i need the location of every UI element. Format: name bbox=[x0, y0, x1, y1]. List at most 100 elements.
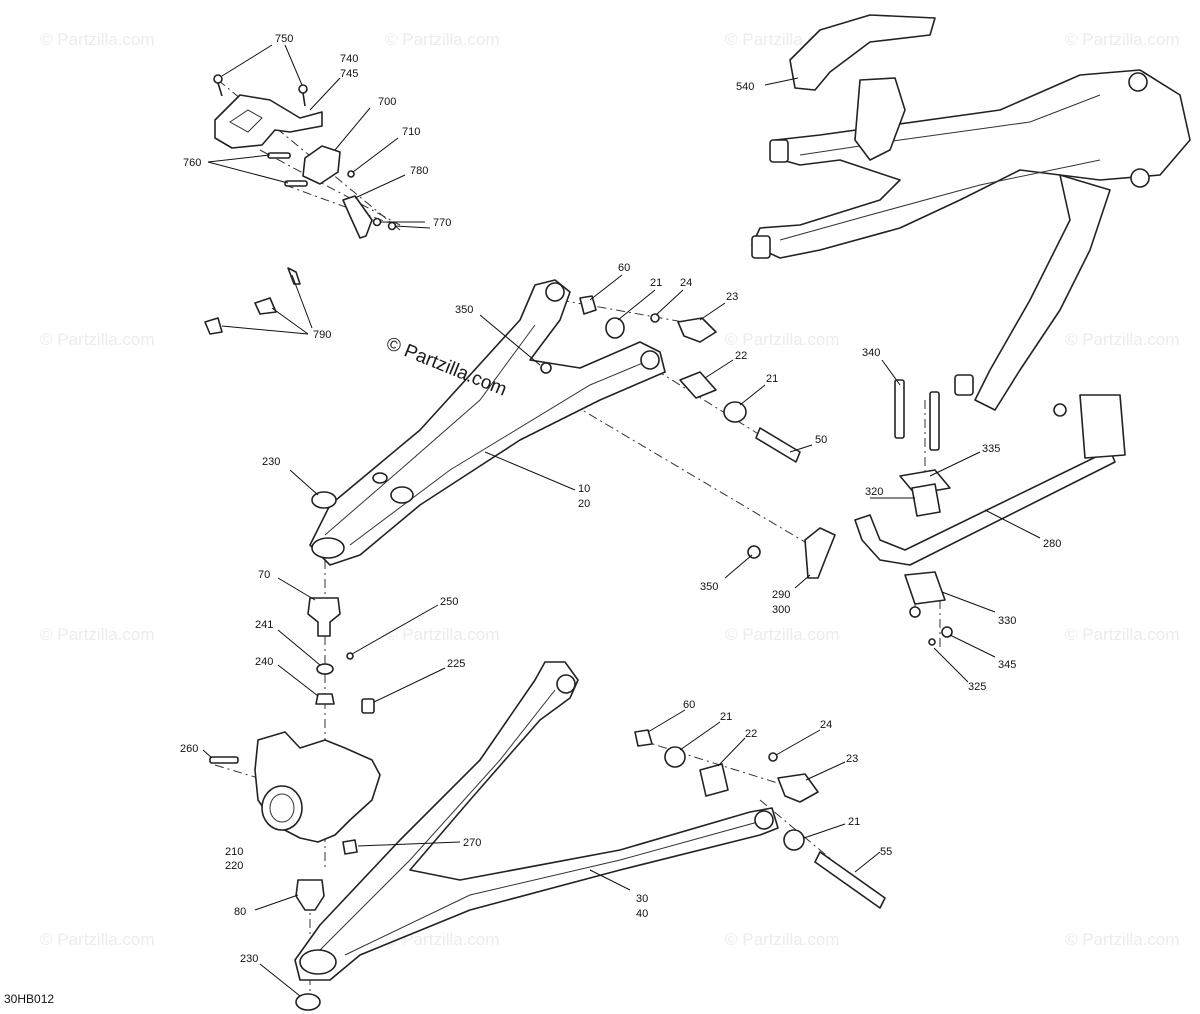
trailing-arm-frame bbox=[751, 69, 1191, 259]
upper-a-arm-rib bbox=[349, 359, 651, 546]
callout-335: 335 bbox=[982, 443, 1000, 455]
nut-24-upper bbox=[650, 313, 660, 323]
bolt-50 bbox=[755, 427, 801, 463]
callout-220: 220 bbox=[225, 860, 243, 872]
callout-21-lower-b: 21 bbox=[848, 816, 860, 828]
callout-790: 790 bbox=[313, 329, 331, 341]
callout-780: 780 bbox=[410, 165, 428, 177]
bolt-760-a bbox=[267, 152, 291, 159]
sway-bar-assembly bbox=[747, 379, 1126, 646]
watermark-text: © Partzilla.com bbox=[1065, 625, 1180, 644]
bolt-750-left bbox=[213, 74, 223, 84]
rear-frame-assembly bbox=[751, 14, 1191, 411]
circlip-230-upper bbox=[311, 491, 337, 509]
frame-rib bbox=[799, 94, 1101, 156]
lower-a-arm-body bbox=[294, 661, 779, 981]
callout-20: 20 bbox=[578, 498, 590, 510]
callout-760: 760 bbox=[183, 157, 201, 169]
upper-a-arm bbox=[309, 279, 666, 566]
callout-230-lower: 230 bbox=[240, 953, 258, 965]
nut-345 bbox=[941, 626, 953, 638]
callout-540: 540 bbox=[736, 81, 754, 93]
callout-22-upper: 22 bbox=[735, 350, 747, 362]
washer-241 bbox=[316, 663, 334, 675]
callout-50: 50 bbox=[815, 434, 827, 446]
clip-790-b bbox=[254, 297, 277, 315]
bushing-320 bbox=[911, 483, 941, 517]
upper-arm-ball-joint-socket bbox=[311, 537, 345, 559]
sleeve-22-upper bbox=[679, 371, 717, 399]
callout-10: 10 bbox=[578, 483, 590, 495]
nut-350-lower bbox=[747, 545, 761, 559]
callout-21-upper-b: 21 bbox=[766, 373, 778, 385]
callout-225: 225 bbox=[447, 658, 465, 670]
lower-a-arm bbox=[294, 661, 779, 1011]
callout-745: 745 bbox=[340, 68, 358, 80]
callout-240: 240 bbox=[255, 656, 273, 668]
upper-ball-joint-group bbox=[307, 597, 375, 714]
plate-23-upper bbox=[677, 317, 717, 343]
diagram-code: 30HB012 bbox=[4, 992, 54, 1006]
callout-70: 70 bbox=[258, 569, 270, 581]
callout-260: 260 bbox=[180, 743, 198, 755]
pivot-block-b bbox=[751, 235, 771, 259]
bolt-340-a bbox=[894, 379, 905, 439]
pivot-block-a bbox=[769, 139, 789, 163]
upper-arm-hole bbox=[372, 472, 388, 484]
frame-lower-pivot bbox=[1130, 168, 1150, 188]
pivot-block-c bbox=[954, 374, 974, 396]
watermark-text: © Partzilla.com bbox=[385, 625, 500, 644]
watermark-text: © Partzilla.com bbox=[40, 930, 155, 949]
rubber-mount-700 bbox=[302, 145, 341, 185]
upper-arm-hole bbox=[390, 486, 414, 504]
sway-bar-280 bbox=[854, 449, 1116, 566]
callout-350-lower: 350 bbox=[700, 581, 718, 593]
watermark-text: © Partzilla.com bbox=[40, 625, 155, 644]
bolt-760-b bbox=[284, 180, 308, 187]
ball-joint-80 bbox=[295, 879, 325, 911]
callout-270: 270 bbox=[463, 837, 481, 849]
watermark-text: © Partzilla.com bbox=[385, 930, 500, 949]
callout-700: 700 bbox=[378, 96, 396, 108]
clip-790-c bbox=[204, 317, 223, 335]
lower-a-arm-rib bbox=[314, 689, 556, 956]
nut-710 bbox=[347, 170, 355, 178]
clip-790-a bbox=[287, 267, 301, 285]
lower-arm-front-pivot bbox=[556, 674, 576, 694]
watermark-text: © Partzilla.com bbox=[1065, 330, 1180, 349]
circlip-230-lower bbox=[295, 993, 321, 1011]
nut-350-upper bbox=[540, 362, 552, 374]
callout-345: 345 bbox=[998, 659, 1016, 671]
watermark-text: © Partzilla.com bbox=[40, 30, 155, 49]
mounting-bracket-detail bbox=[229, 109, 263, 133]
watermark-text: © Partzilla.com bbox=[725, 625, 840, 644]
assembly-line bbox=[539, 384, 811, 546]
nut-770-b bbox=[387, 221, 397, 231]
frame-upper-pivot bbox=[1128, 72, 1148, 92]
frame-rib bbox=[779, 159, 1101, 241]
callout-280: 280 bbox=[1043, 538, 1061, 550]
lower-a-arm-rib bbox=[344, 819, 766, 956]
callout-250: 250 bbox=[440, 596, 458, 608]
callout-24-lower: 24 bbox=[820, 719, 832, 731]
callout-750: 750 bbox=[275, 33, 293, 45]
callout-23-upper: 23 bbox=[726, 291, 738, 303]
ball-joint-link bbox=[1053, 403, 1067, 417]
bushing-21-lower-a bbox=[664, 746, 686, 768]
bushing-21-lower-b bbox=[783, 829, 805, 851]
bracket-330 bbox=[904, 571, 946, 605]
watermark-grid: © Partzilla.com © Partzilla.com © Partzi… bbox=[40, 30, 1180, 949]
callout-21-upper-a: 21 bbox=[650, 277, 662, 289]
callout-60-lower: 60 bbox=[683, 699, 695, 711]
callout-290: 290 bbox=[772, 589, 790, 601]
watermark-text: © Partzilla.com bbox=[725, 330, 840, 349]
bolt-750-right-shank bbox=[302, 92, 306, 107]
callout-330: 330 bbox=[998, 615, 1016, 627]
callout-labels: 750 740 745 700 710 760 780 770 790 540 … bbox=[180, 33, 1061, 965]
knuckle-bore bbox=[261, 785, 303, 831]
watermark-text: © Partzilla.com bbox=[40, 330, 155, 349]
callout-325: 325 bbox=[968, 681, 986, 693]
sway-bar-end-link bbox=[1079, 394, 1126, 459]
sleeve-225 bbox=[361, 698, 375, 714]
